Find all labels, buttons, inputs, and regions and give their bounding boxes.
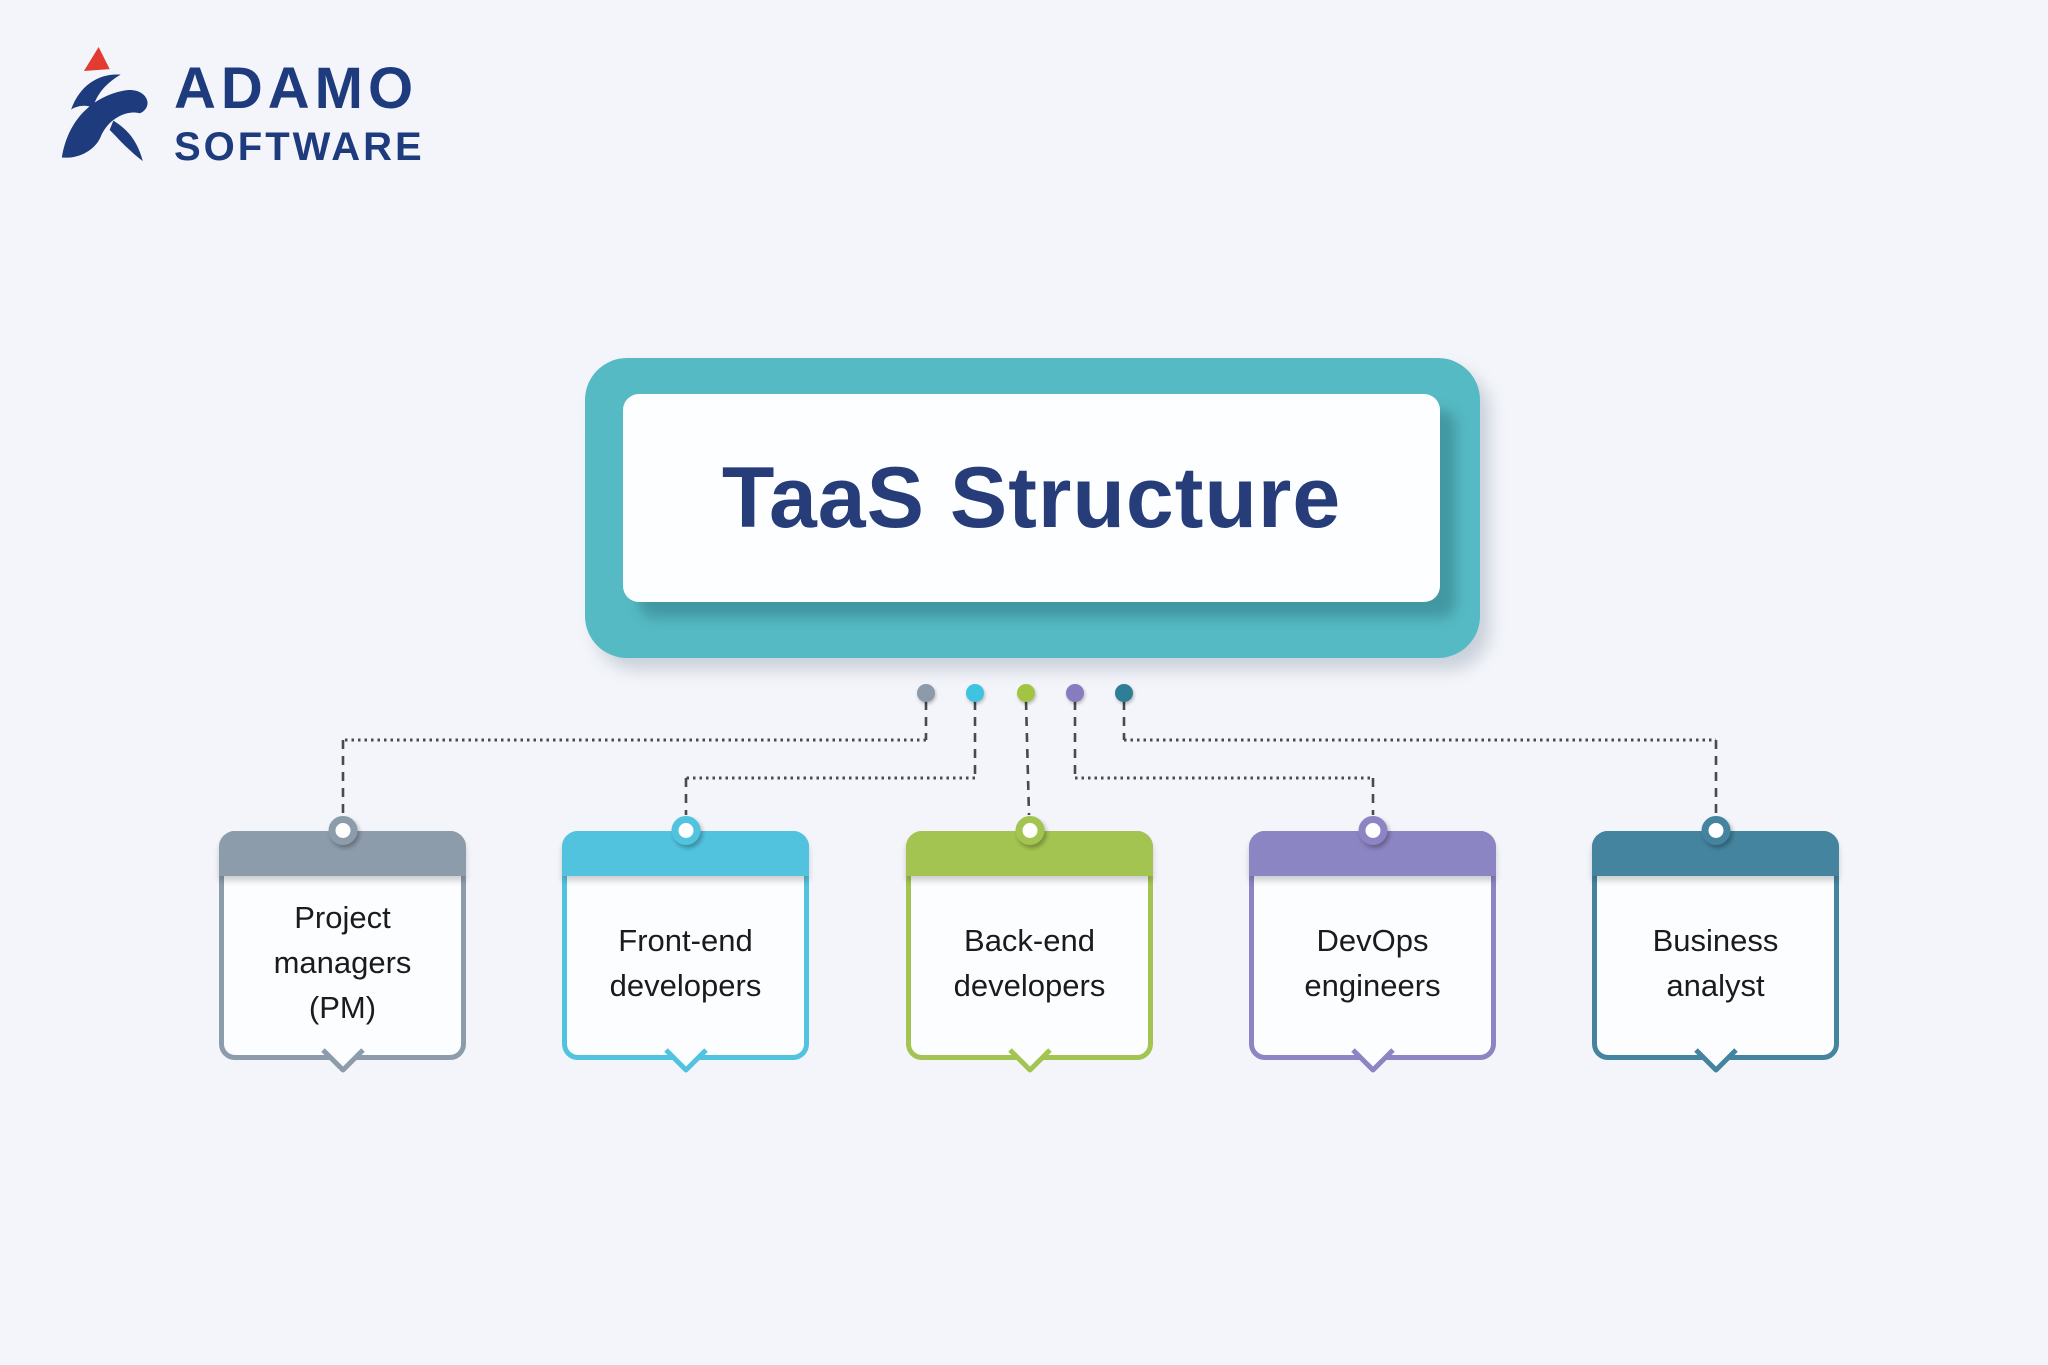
role-label-line: developers	[953, 967, 1106, 1003]
role-card-front-end-developers: Front-end developers	[562, 816, 809, 1073]
branch-dot	[917, 684, 935, 702]
brand-logo: ADAMO SOFTWARE	[60, 42, 425, 168]
branch-dot	[1066, 684, 1084, 702]
role-card-back-end-developers: Back-end developers	[906, 816, 1153, 1073]
role-card-business-analyst: Business analyst	[1592, 816, 1839, 1073]
connector-segment	[1024, 700, 1031, 816]
role-label-line: Project	[294, 900, 391, 936]
pin-icon	[671, 816, 700, 845]
role-label-line: Back-end	[964, 922, 1095, 958]
diagram-title: TaaS Structure	[721, 449, 1342, 546]
title-card: TaaS Structure	[585, 358, 1480, 658]
card-bottom-notch-icon	[320, 1048, 365, 1073]
branch-dot	[1115, 684, 1133, 702]
branch-dot	[966, 684, 984, 702]
role-label: DevOps engineers	[1260, 878, 1485, 1049]
role-label: Front-end developers	[573, 878, 798, 1049]
card-bottom-notch-icon	[663, 1048, 708, 1073]
card-bottom-notch-icon	[1007, 1048, 1052, 1073]
role-card-devops-engineers: DevOps engineers	[1249, 816, 1496, 1073]
role-label-line: Business	[1652, 922, 1779, 958]
role-label-line: (PM)	[308, 989, 377, 1025]
title-card-inner: TaaS Structure	[623, 394, 1440, 602]
card-bottom-notch-icon	[1693, 1048, 1738, 1073]
pin-icon	[1358, 816, 1387, 845]
card-bottom-notch-icon	[1350, 1048, 1395, 1073]
role-label-line: analyst	[1666, 967, 1765, 1003]
brand-text: ADAMO SOFTWARE	[174, 56, 425, 169]
role-label-line: DevOps	[1316, 922, 1429, 958]
pin-icon	[328, 816, 357, 845]
role-label: Project managers (PM)	[230, 878, 455, 1049]
role-label: Business analyst	[1603, 878, 1828, 1049]
role-label-line: engineers	[1304, 967, 1441, 1003]
role-card-project-managers: Project managers (PM)	[219, 816, 466, 1073]
brand-subname: SOFTWARE	[174, 125, 425, 169]
role-label-line: developers	[609, 967, 762, 1003]
role-label-line: Front-end	[618, 922, 753, 958]
role-label: Back-end developers	[917, 878, 1142, 1049]
branch-dot	[1017, 684, 1035, 702]
brand-logo-icon	[61, 47, 148, 162]
pin-icon	[1701, 816, 1730, 845]
role-label-line: managers	[273, 945, 412, 981]
pin-icon	[1015, 816, 1044, 845]
brand-name: ADAMO	[174, 56, 419, 121]
